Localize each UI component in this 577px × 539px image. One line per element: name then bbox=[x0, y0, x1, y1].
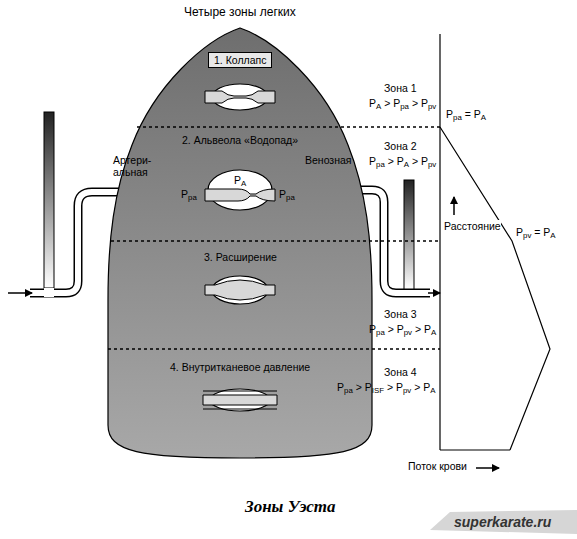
subscript: pv bbox=[428, 160, 436, 169]
subscript: pv bbox=[523, 231, 531, 240]
outflow-arrow bbox=[428, 292, 440, 294]
watermark: superkarate.ru bbox=[454, 514, 551, 530]
venous-manometer bbox=[404, 180, 414, 289]
subscript: pa bbox=[376, 328, 385, 337]
subscript: pa bbox=[344, 386, 353, 395]
distance-axis bbox=[439, 34, 440, 450]
subscript: A bbox=[376, 102, 381, 111]
zone-title: 4. Внутритканевое давление bbox=[170, 361, 310, 373]
axis-label: Расстояние bbox=[444, 220, 501, 232]
pressure-relation: PA > Ppa > Ppv bbox=[369, 97, 436, 109]
subscript: A bbox=[481, 113, 486, 122]
subscript: A bbox=[241, 179, 246, 188]
lung-outline bbox=[108, 28, 372, 458]
zone-label: Зона 4 bbox=[384, 366, 417, 378]
subscript: pa bbox=[188, 193, 197, 202]
pressure-equality: Ppv = PA bbox=[516, 226, 556, 238]
vessel-label: Венозная bbox=[305, 154, 352, 166]
subscript: A bbox=[430, 386, 435, 395]
zone-boundary bbox=[137, 126, 440, 127]
flow-axis bbox=[440, 449, 510, 450]
subscript: A bbox=[431, 328, 436, 337]
pressure-symbol: PA bbox=[234, 174, 246, 186]
pressure-relation: Ppa > Ppv > PA bbox=[369, 323, 436, 335]
subscript: pa bbox=[376, 160, 385, 169]
zone-label: Зона 3 bbox=[384, 308, 417, 320]
inflow-arrow bbox=[8, 292, 32, 294]
waterfall-capillary bbox=[205, 189, 275, 201]
subscript: pv bbox=[428, 102, 436, 111]
subscript: pv bbox=[404, 328, 412, 337]
pressure-relation: Ppa > PISF > Ppv > PA bbox=[337, 381, 436, 393]
zone-title: 1. Коллапс bbox=[214, 54, 266, 66]
compressed-capillary bbox=[203, 395, 277, 405]
subscript: pv bbox=[403, 386, 411, 395]
subscript: pa bbox=[286, 193, 295, 202]
pressure-equality: Ppa = PA bbox=[446, 108, 486, 120]
subscript: A bbox=[404, 160, 409, 169]
subscript: pa bbox=[453, 113, 462, 122]
diagram-title: Четыре зоны легких bbox=[184, 6, 296, 20]
pressure-symbol: Ppa bbox=[279, 188, 295, 200]
pressure-symbol: Ppa bbox=[181, 188, 197, 200]
zone-boundary bbox=[111, 240, 440, 241]
pressure-relation: Ppa > PA > Ppv bbox=[369, 155, 436, 167]
interstitium-line bbox=[203, 409, 277, 410]
axis-label: Поток крови bbox=[408, 460, 467, 472]
collapsed-capillary bbox=[205, 91, 275, 103]
zone-boundary bbox=[108, 348, 440, 349]
vessel-label: Артери- альная bbox=[113, 154, 163, 178]
distended-capillary bbox=[205, 280, 275, 300]
flow-curve bbox=[440, 127, 550, 450]
arterial-manometer bbox=[44, 112, 54, 288]
caption: Зоны Уэста bbox=[245, 497, 336, 517]
watermark-ground bbox=[430, 510, 577, 534]
distance-arrow bbox=[453, 197, 455, 215]
zone-title: 3. Расширение bbox=[204, 251, 277, 263]
flow-arrow bbox=[476, 467, 499, 469]
zone-title: 2. Альвеола «Водопад» bbox=[182, 134, 298, 146]
zone-label: Зона 1 bbox=[384, 82, 417, 94]
zone-box: 1. Коллапс bbox=[208, 52, 272, 68]
subscript: A bbox=[550, 231, 555, 240]
subscript: pa bbox=[400, 102, 409, 111]
interstitium-line bbox=[203, 391, 277, 392]
zone-label: Зона 2 bbox=[384, 140, 417, 152]
subscript: ISF bbox=[372, 386, 384, 395]
